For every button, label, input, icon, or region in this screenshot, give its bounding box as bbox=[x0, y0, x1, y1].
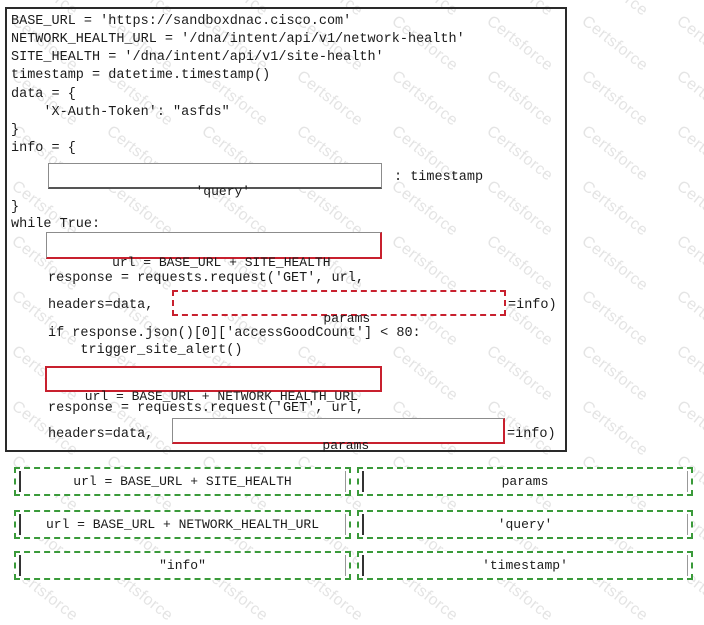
watermark-text: Certsforce bbox=[578, 342, 651, 405]
option-text: "info" bbox=[159, 557, 206, 573]
watermark-text: Certsforce bbox=[673, 232, 704, 295]
option-tile-info[interactable]: "info" bbox=[14, 551, 351, 580]
watermark-text: Certsforce bbox=[673, 397, 704, 460]
code-line-while: while True: bbox=[11, 217, 101, 232]
code-line-timestamp: timestamp = datetime.timestamp() bbox=[11, 68, 271, 83]
code-frame bbox=[5, 7, 567, 452]
option-tile-timestamp[interactable]: 'timestamp' bbox=[357, 551, 693, 580]
slot-text: url = BASE_URL + SITE_HEALTH bbox=[112, 255, 331, 270]
option-tile-site-health-url[interactable]: url = BASE_URL + SITE_HEALTH bbox=[14, 467, 351, 496]
code-line-auth-token: 'X-Auth-Token': "asfds" bbox=[11, 105, 230, 120]
code-line-if: if response.json()[0]['accessGoodCount']… bbox=[48, 326, 421, 341]
code-line-request-1: response = requests.request('GET', url, bbox=[48, 271, 364, 286]
watermark-text: Certsforce bbox=[673, 67, 704, 130]
watermark-text: Certsforce bbox=[578, 177, 651, 240]
watermark-text: Certsforce bbox=[578, 287, 651, 350]
option-tile-query[interactable]: 'query' bbox=[357, 510, 693, 539]
watermark-text: Certsforce bbox=[673, 0, 704, 20]
code-line-info-arg-2: =info) bbox=[507, 427, 556, 442]
slot-text: url = BASE_URL + NETWORK_HEALTH_URL bbox=[84, 389, 358, 404]
code-line-network-health-url: NETWORK_HEALTH_URL = '/dna/intent/api/v1… bbox=[11, 32, 465, 47]
code-line-trigger-alert: trigger_site_alert() bbox=[48, 343, 243, 358]
option-text: url = BASE_URL + SITE_HEALTH bbox=[73, 473, 292, 489]
slot-text: params bbox=[322, 438, 370, 453]
drop-slot-params-2[interactable]: params bbox=[172, 418, 505, 453]
watermark-text: Certsforce bbox=[673, 342, 704, 405]
option-tile-network-health-url[interactable]: url = BASE_URL + NETWORK_HEALTH_URL bbox=[14, 510, 351, 539]
option-text: params bbox=[501, 473, 549, 489]
drop-slot-network-url[interactable]: url = BASE_URL + NETWORK_HEALTH_URL bbox=[45, 366, 382, 404]
watermark-text: Certsforce bbox=[673, 177, 704, 240]
watermark-text: Certsforce bbox=[673, 12, 704, 75]
code-line-request-2: response = requests.request('GET', url, bbox=[48, 401, 364, 416]
watermark-text: Certsforce bbox=[673, 287, 704, 350]
drop-slot-info-key[interactable]: 'query' bbox=[48, 163, 382, 199]
code-line-info-open: info = { bbox=[11, 141, 76, 156]
option-text: 'timestamp' bbox=[482, 557, 568, 573]
watermark-text: Certsforce bbox=[578, 122, 651, 185]
code-line-site-health: SITE_HEALTH = '/dna/intent/api/v1/site-h… bbox=[11, 50, 384, 65]
code-line-base-url: BASE_URL = 'https://sandboxdnac.cisco.co… bbox=[11, 14, 352, 29]
watermark-text: Certsforce bbox=[578, 12, 651, 75]
code-line-data-close: } bbox=[11, 123, 20, 138]
code-line-headers-2: headers=data, bbox=[48, 427, 154, 442]
drop-slot-params-1[interactable]: params bbox=[172, 290, 506, 326]
slot-text: 'query' bbox=[195, 184, 251, 199]
watermark-text: Certsforce bbox=[578, 67, 651, 130]
option-tile-params[interactable]: params bbox=[357, 467, 693, 496]
slot-text: params bbox=[323, 311, 371, 326]
watermark-text: Certsforce bbox=[578, 0, 651, 20]
code-line-info-close: } bbox=[11, 200, 20, 215]
code-line-info-value: : timestamp bbox=[394, 170, 484, 185]
watermark-text: Certsforce bbox=[578, 397, 651, 460]
code-line-headers-1: headers=data, bbox=[48, 298, 154, 313]
option-text: 'query' bbox=[497, 516, 553, 532]
option-text: url = BASE_URL + NETWORK_HEALTH_URL bbox=[45, 516, 320, 532]
watermark-text: Certsforce bbox=[673, 122, 704, 185]
drop-slot-loop-url[interactable]: url = BASE_URL + SITE_HEALTH bbox=[46, 232, 382, 270]
watermark-text: Certsforce bbox=[578, 232, 651, 295]
code-line-data-open: data = { bbox=[11, 87, 76, 102]
code-line-info-arg-1: =info) bbox=[508, 298, 557, 313]
